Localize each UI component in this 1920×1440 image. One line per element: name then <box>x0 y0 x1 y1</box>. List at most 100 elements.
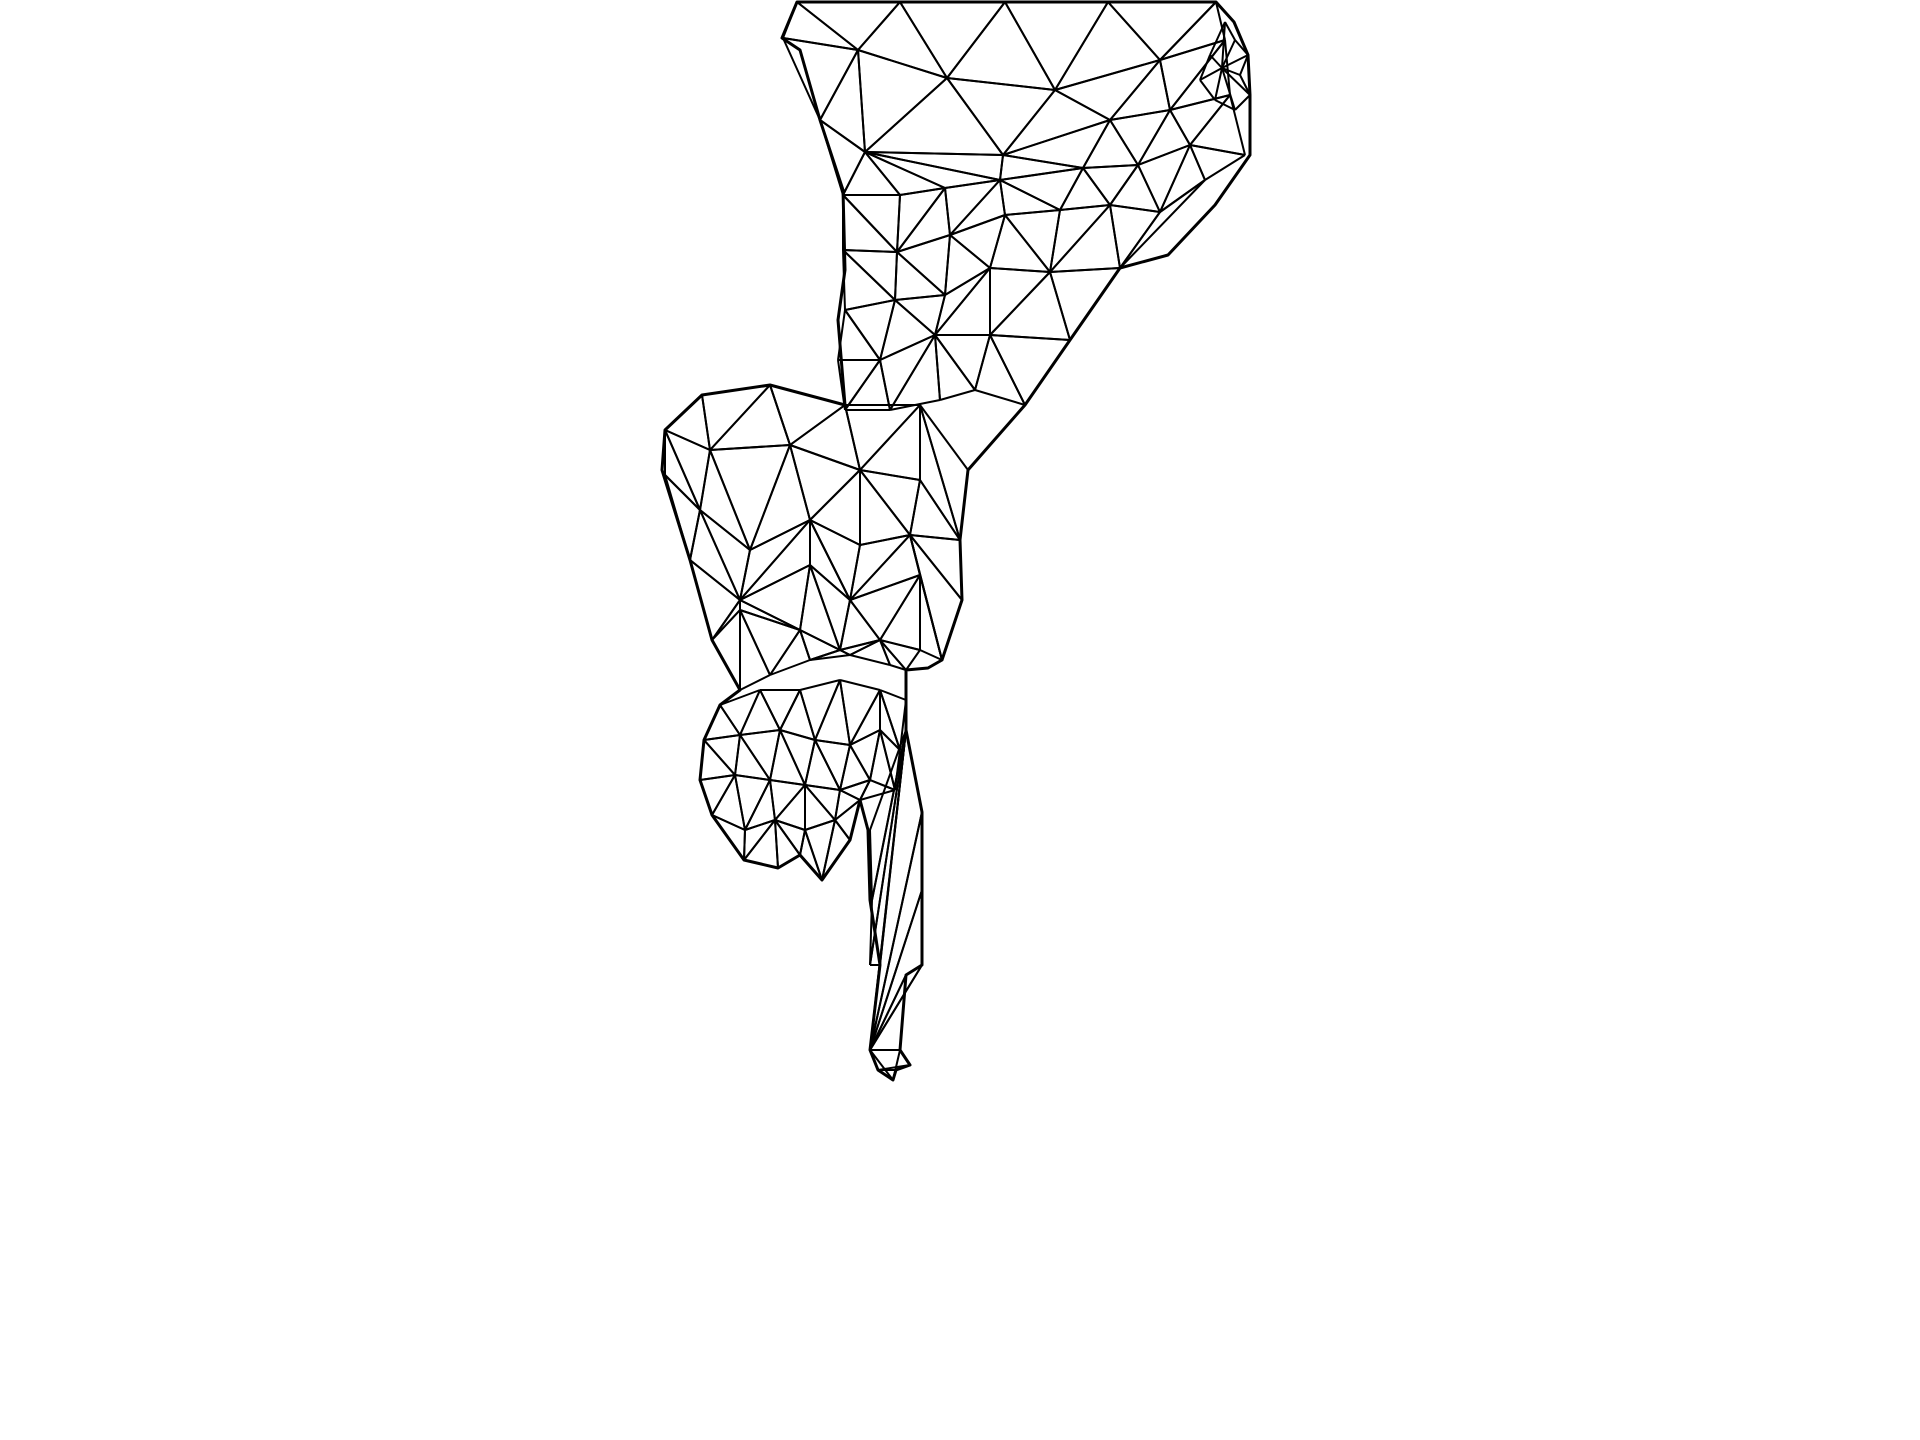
mesh-edge <box>892 1049 901 1081</box>
mesh-edge <box>782 37 821 121</box>
mesh-edge <box>719 689 761 706</box>
mesh-edge <box>896 251 946 296</box>
mesh-edge <box>919 404 961 541</box>
mesh-edge <box>799 689 816 741</box>
mesh-edge <box>879 689 907 701</box>
mesh-edge <box>857 49 866 153</box>
mesh-edge <box>839 599 851 651</box>
mesh-edge <box>974 334 991 391</box>
mesh-edge <box>869 899 873 966</box>
mesh-edge <box>1004 1 1056 91</box>
mesh-edge <box>909 534 961 541</box>
mesh-edge <box>869 811 923 1051</box>
mesh-edge <box>1169 109 1191 146</box>
mesh-edge <box>842 249 846 311</box>
mesh-edge <box>946 1 1006 79</box>
mesh-edge <box>837 359 846 411</box>
mesh-edge <box>849 744 871 781</box>
mesh-edge <box>701 384 771 396</box>
mesh-edge <box>1221 54 1249 69</box>
mesh-edge <box>869 829 873 901</box>
mesh-edge <box>1221 39 1236 69</box>
mesh-edge <box>857 49 948 79</box>
mesh-edge <box>844 299 896 311</box>
mesh-edge <box>743 859 779 869</box>
mesh-edge <box>769 384 791 446</box>
mesh-edge <box>1119 211 1161 269</box>
mesh-edge <box>1069 267 1121 341</box>
mesh-edge <box>1234 39 1249 56</box>
mesh-edge <box>849 544 861 601</box>
mesh-edge <box>1221 67 1241 76</box>
mesh-edge <box>709 449 751 551</box>
mesh-edge <box>864 151 946 189</box>
mesh-edge <box>1024 339 1071 406</box>
mesh-edge <box>1221 67 1251 96</box>
mesh-edge <box>896 234 951 253</box>
mesh-edge <box>804 784 841 791</box>
mesh-edge <box>782 1 798 39</box>
mesh-edge <box>796 1 859 51</box>
mesh-edge <box>899 1 948 79</box>
mesh-edge <box>779 689 801 731</box>
mesh-edge <box>749 519 811 551</box>
mesh-edge <box>919 404 969 471</box>
mesh-edge <box>1002 154 1084 169</box>
mesh-edge <box>739 564 811 601</box>
mesh-edge <box>814 739 851 746</box>
mesh-edge <box>859 469 911 536</box>
mesh-edge <box>814 679 841 741</box>
mesh-edge <box>814 739 841 791</box>
mesh-edge <box>769 729 781 781</box>
mesh-edge <box>1082 167 1111 206</box>
mesh-edge <box>842 151 866 196</box>
mesh-edge <box>809 564 841 651</box>
mesh-edge <box>664 394 703 431</box>
mesh-edge <box>799 629 811 661</box>
mesh-edge <box>1107 1 1161 61</box>
mesh-edge <box>739 609 801 631</box>
mesh-edge <box>905 964 923 976</box>
mesh-edge <box>1204 154 1246 181</box>
mesh-edge <box>809 519 851 601</box>
mesh-edge <box>1159 59 1171 111</box>
mesh-edge <box>689 509 701 561</box>
mesh-edge <box>919 574 943 661</box>
mesh-edge <box>703 704 721 741</box>
mesh-edge <box>946 77 1056 91</box>
mesh-edge <box>711 609 741 641</box>
mesh-edge <box>869 1049 894 1081</box>
mesh-edge <box>842 194 898 253</box>
mesh-edge <box>999 179 1006 216</box>
mesh-edge <box>739 674 771 691</box>
mesh-edge <box>1214 99 1236 111</box>
mesh-edge <box>999 154 1004 181</box>
mesh-edge <box>959 539 963 601</box>
mesh-edge <box>849 639 881 656</box>
mesh-edge <box>774 819 801 856</box>
mesh-edge <box>719 704 741 736</box>
mesh-edge <box>739 729 781 736</box>
mesh-edge <box>739 734 771 781</box>
mesh-edge <box>709 444 791 451</box>
mesh-edge <box>1189 144 1246 156</box>
mesh-edge <box>1199 67 1223 81</box>
mesh-edge <box>1214 67 1223 101</box>
mesh-edge <box>789 444 811 521</box>
mesh-edge <box>849 729 881 746</box>
mesh-edge <box>799 829 806 856</box>
mesh-edge <box>749 444 791 551</box>
mesh-edge <box>1002 89 1056 156</box>
mesh-edge <box>1004 209 1061 216</box>
mesh-edge <box>1049 204 1111 273</box>
mesh-edge <box>769 779 806 786</box>
mesh-edge <box>837 309 846 361</box>
mesh-edge <box>859 779 871 801</box>
mesh-edge <box>1199 54 1211 81</box>
mesh-edge <box>879 574 921 641</box>
mesh-edge <box>859 534 911 546</box>
mesh-edge <box>744 779 771 831</box>
mesh-edge <box>919 479 961 541</box>
